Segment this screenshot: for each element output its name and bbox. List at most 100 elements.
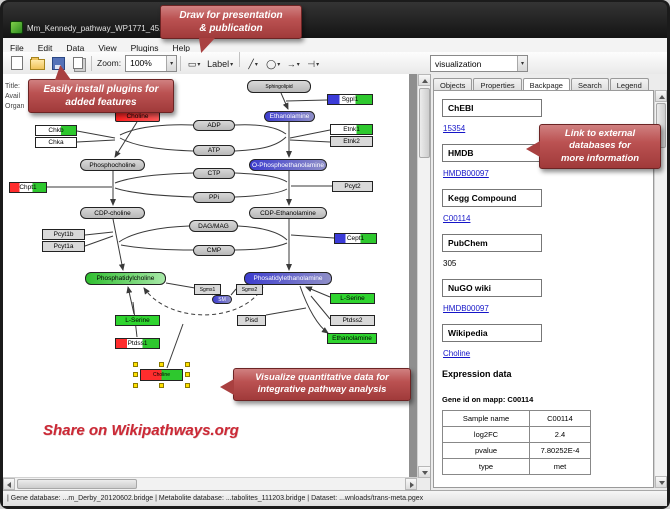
pathway-node-choline[interactable]: Choline — [140, 369, 183, 381]
datanode-tool[interactable]: ▭▾ — [184, 56, 204, 74]
line-tool[interactable]: ╱▾ — [243, 56, 263, 74]
pathway-node-adp[interactable]: ADP — [193, 120, 235, 131]
pathway-node-ppi[interactable]: PPi — [193, 192, 235, 203]
title-bar[interactable]: Mm_Kennedy_pathway_WP1771_45176.gpml — [3, 2, 667, 38]
pathway-node-o-phosphoethanolamine[interactable]: O-Phosphoethanolamine — [249, 159, 327, 171]
pathway-node-pisd[interactable]: Pisd — [237, 315, 266, 326]
open-pathway-button[interactable] — [27, 54, 48, 72]
pathway-node-sphingolipid[interactable]: Sphingolipid — [247, 80, 311, 93]
pathway-node-chpt1[interactable]: Chpt1 — [9, 182, 47, 193]
canvas-horizontal-scrollbar[interactable] — [3, 477, 417, 490]
new-pathway-button[interactable] — [7, 54, 27, 72]
selection-handle[interactable] — [133, 362, 138, 367]
section-header-kegg-compound: Kegg Compound — [442, 189, 542, 207]
pathway-node-ctp[interactable]: CTP — [193, 168, 235, 179]
selection-handle[interactable] — [133, 383, 138, 388]
pathway-node-phosphatidylcholine[interactable]: Phosphatidylcholine — [85, 272, 166, 285]
callout-install-plugins: Easily install plugins for added feature… — [28, 65, 174, 113]
selection-handle[interactable] — [185, 383, 190, 388]
link-hmdb[interactable]: HMDB00097 — [443, 169, 489, 178]
pathway-node-cmp[interactable]: CMP — [193, 245, 235, 256]
pathway-node-pcyt1b[interactable]: Pcyt1b — [42, 229, 85, 240]
scroll-up-icon[interactable] — [655, 90, 667, 102]
scrollbar-thumb[interactable] — [17, 479, 137, 489]
section-header-wikipedia: Wikipedia — [442, 324, 542, 342]
pathway-node-pcyt2[interactable]: Pcyt2 — [332, 181, 373, 192]
scroll-left-icon[interactable] — [3, 478, 15, 490]
menu-bar: File Edit Data View Plugins Help — [3, 38, 667, 53]
pathway-node-phosphocholine[interactable]: Phosphocholine — [80, 159, 145, 171]
pathway-node-chkb[interactable]: Chkb — [35, 125, 77, 136]
pathway-node-phosatidylethanolamine[interactable]: Phosatidylethanolamine — [244, 272, 332, 285]
pathway-node-cdp-ethanolamine[interactable]: CDP-Ethanolamine — [249, 207, 327, 219]
visualization-combobox[interactable]: visualization ▾ — [430, 55, 528, 72]
tab-backpage[interactable]: Backpage — [522, 78, 570, 93]
link-kegg-compound[interactable]: C00114 — [443, 214, 471, 223]
pathway-node-sm[interactable]: SM — [212, 295, 232, 304]
callout-arrow-left-icon — [220, 379, 234, 395]
drawing-tools-group: ▭▾Label▾ ╱▾◯▾→▾⊣▾ — [184, 52, 323, 74]
menu-data[interactable]: Data — [66, 43, 85, 53]
pathway-node-ptdss2[interactable]: Ptdss2 — [330, 315, 375, 326]
tab-objects[interactable]: Objects — [433, 78, 473, 93]
canvas-vertical-scrollbar[interactable] — [417, 74, 431, 478]
shape-tool[interactable]: ◯▾ — [263, 56, 283, 74]
pathway-node-cept1[interactable]: Cept1 — [334, 233, 377, 244]
pathway-node-etnk2[interactable]: Etnk2 — [330, 136, 373, 147]
pathway-node-chka[interactable]: Chka — [35, 137, 77, 148]
tab-legend[interactable]: Legend — [609, 78, 649, 93]
selection-handle[interactable] — [158, 362, 164, 367]
gene-id-line: Gene id on mapp: C00114 — [442, 395, 534, 404]
callout-arrow-left-icon — [526, 141, 540, 157]
pathway-node-ptdss1[interactable]: Ptdss1 — [115, 338, 160, 349]
interaction-tool[interactable]: →▾ — [283, 55, 303, 73]
panel-vertical-scrollbar[interactable] — [654, 90, 667, 488]
toolbar: Zoom: 100% ▾ ▭▾Label▾╱▾◯▾→▾⊣▾ visualizat… — [3, 52, 667, 75]
toolbar-separator — [180, 55, 182, 71]
pathway-node-atp[interactable]: ATP — [193, 145, 235, 156]
pathway-node-etnk1[interactable]: Etnk1 — [330, 124, 373, 135]
menu-edit[interactable]: Edit — [37, 43, 53, 53]
chevron-down-icon: ▾ — [166, 55, 177, 71]
selection-handle[interactable] — [133, 372, 138, 377]
pathway-node-sgms2[interactable]: Sgms2 — [236, 284, 263, 295]
label-tool[interactable]: Label▾ — [204, 55, 236, 73]
expression-data-title: Expression data — [442, 369, 512, 379]
scroll-down-icon[interactable] — [655, 476, 667, 488]
pathway-node-pcyt1a[interactable]: Pcyt1a — [42, 241, 85, 252]
pathway-node-l-serine[interactable]: L-Serine — [115, 315, 160, 326]
zoom-combobox[interactable]: 100% ▾ — [125, 54, 178, 72]
pathway-node-dag-mag[interactable]: DAG/MAG — [189, 220, 238, 232]
section-header-nugo-wiki: NuGO wiki — [442, 279, 542, 297]
pathway-node-sgpl1[interactable]: Sgpl1 — [327, 94, 373, 105]
menu-plugins[interactable]: Plugins — [130, 43, 159, 53]
callout-visualize-data: Visualize quantitative data for integrat… — [220, 368, 411, 401]
copy-button[interactable] — [68, 54, 88, 72]
link-nugo-wiki[interactable]: HMDB00097 — [443, 304, 489, 313]
tab-properties[interactable]: Properties — [473, 78, 522, 93]
menu-file[interactable]: File — [10, 43, 24, 53]
pathway-node-cdp-choline[interactable]: CDP-choline — [80, 207, 145, 219]
selection-handle[interactable] — [185, 362, 190, 367]
pathway-node-l-serine[interactable]: L-Serine — [330, 293, 375, 304]
menu-view[interactable]: View — [98, 43, 117, 53]
link-chebi[interactable]: 15354 — [443, 124, 466, 133]
selection-handle[interactable] — [185, 372, 190, 377]
pathway-node-sgms1[interactable]: Sgms1 — [194, 284, 221, 295]
scroll-right-icon[interactable] — [405, 478, 417, 490]
visualization-value: visualization — [435, 58, 482, 69]
tab-search[interactable]: Search — [570, 78, 609, 93]
pathway-node-ethanolamine[interactable]: Ethanolamine — [264, 111, 315, 122]
mim-interaction-tool[interactable]: ⊣▾ — [303, 56, 323, 74]
scrollbar-thumb[interactable] — [419, 88, 430, 158]
save-icon — [51, 56, 65, 70]
selection-handle[interactable] — [158, 383, 164, 388]
share-watermark-text: Share on Wikipathways.org — [43, 422, 239, 439]
link-wikipedia[interactable]: Choline — [443, 349, 471, 358]
pathway-node-ethanolamine[interactable]: Ethanolamine — [327, 333, 377, 344]
menu-help[interactable]: Help — [172, 43, 190, 53]
save-pathway-button[interactable] — [48, 54, 68, 72]
